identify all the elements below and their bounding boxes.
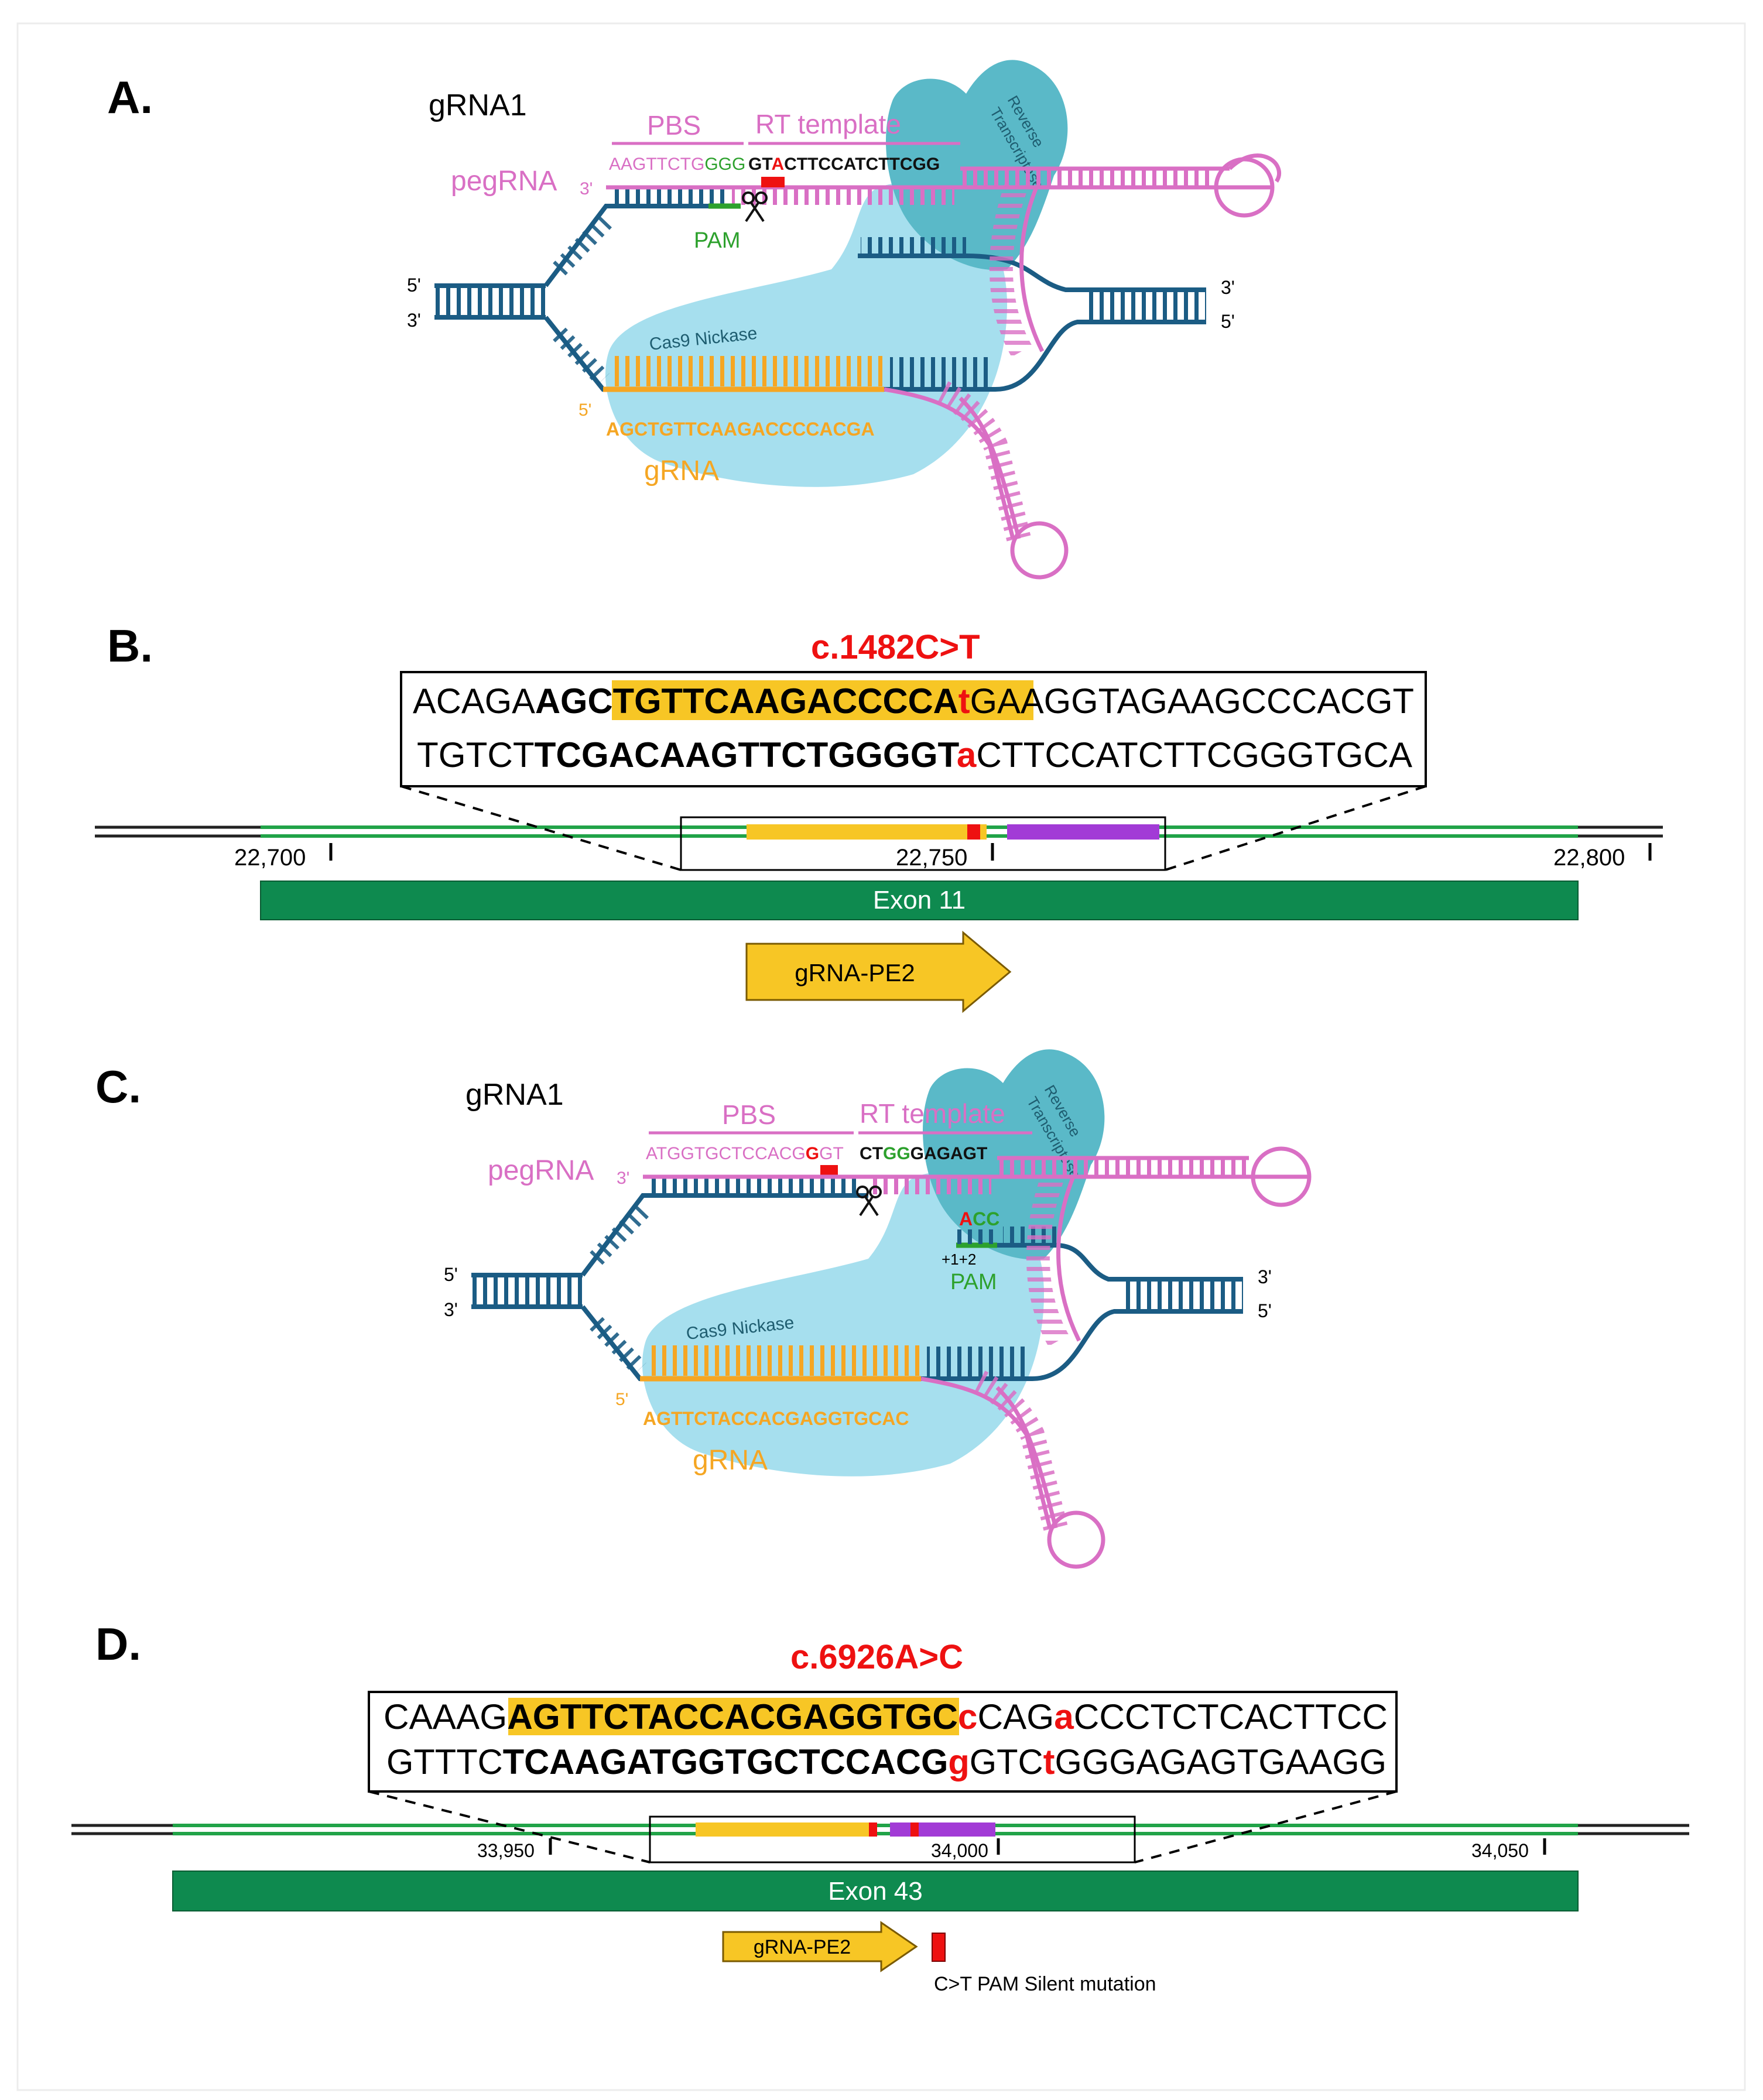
panel-d-label: D.	[95, 1618, 141, 1670]
tick-label-b-2: 22,750	[896, 845, 967, 871]
pam-position-c: +1+2	[942, 1251, 976, 1268]
exon-bar-d	[172, 1871, 1579, 1911]
tick-label-b-1: 22,700	[234, 845, 306, 871]
grna-label: gRNA	[644, 455, 719, 487]
grna-arrow-label-b: gRNA-PE2	[795, 959, 915, 986]
pegrna-hairpin-loop-bottom	[1010, 521, 1069, 580]
grna-5prime-c: 5'	[615, 1390, 628, 1409]
pegrna-label: pegRNA	[451, 166, 557, 197]
dna-right-3prime: 3'	[1221, 277, 1235, 298]
pegrna-hairpin-loop-top-c	[1251, 1146, 1312, 1207]
bottom-strand-b: TGTCTTCGACAAGTTCTGGGGTaCTTCCATCTTCGGGTGC…	[417, 735, 1412, 775]
grna-sequence-c: AGTTCTACCACGAGGTGCAC	[643, 1408, 909, 1429]
grna-label-c: gRNA	[693, 1445, 768, 1476]
panel-a-label: A.	[107, 71, 153, 123]
zoom-box-d	[649, 1815, 1136, 1863]
panel-c: C. gRNA1 Reverse Transcriptase Cas9 Nick…	[95, 1049, 1312, 1569]
exon-label-d: Exon 43	[828, 1877, 922, 1906]
grna-5prime: 5'	[578, 400, 591, 420]
dna-left-5prime: 5'	[407, 275, 421, 296]
panel-d: D. c.6926A>C CAAAGAGTTCTACCACGAGGTGCcCAG…	[71, 1618, 1689, 1995]
dna-right-5prime-c: 5'	[1258, 1300, 1272, 1321]
pam-label: PAM	[694, 228, 741, 253]
cas9-nickase-shape-c	[642, 1171, 1044, 1476]
pegrna-hairpin-loop-bottom-c	[1047, 1510, 1105, 1569]
dna-left-5prime-c: 5'	[444, 1264, 458, 1285]
silent-mutation-marker	[932, 1933, 946, 1962]
pegrna-3prime-c: 3'	[617, 1169, 629, 1188]
exon-bar-b	[260, 881, 1579, 920]
panel-a: A. gRNA1 Reverse Transcriptase Cas9 Nick…	[107, 60, 1281, 580]
top-strand-b: ACAGAAGCTGTTCAAGACCCCAtGAAGGTAGAAGCCCACG…	[413, 681, 1414, 721]
bottom-strand-d: GTTTCTCAAGATGGTGCTCCACGgGTCtGGGAGAGTGAAG…	[386, 1742, 1387, 1782]
panel-b-label: B.	[107, 620, 153, 672]
grna-sequence: AGCTGTTCAAGACCCCACGA	[606, 419, 875, 440]
dna-left-3prime-c: 3'	[444, 1299, 458, 1320]
tick-label-d-1: 33,950	[477, 1840, 535, 1861]
grna-arrow-b	[745, 930, 1012, 1013]
rt-template-sequence-c: CTGGGAGAGT	[860, 1144, 987, 1163]
pam-sequence-c: ACC	[959, 1208, 999, 1229]
dna-left-3prime: 3'	[407, 310, 421, 331]
panel-b: B. c.1482C>T ACAGAAGCTGTTCAAGACCCCAtGAAG…	[95, 620, 1663, 1013]
grna-arrow-label-d: gRNA-PE2	[754, 1936, 851, 1958]
silent-mutation-label: C>T PAM Silent mutation	[934, 1973, 1156, 1995]
exon-label-b: Exon 11	[873, 886, 966, 914]
pbs-sequence-c: ATGGTGCTCCACGGGT	[646, 1144, 844, 1163]
tick-label-d-2: 34,000	[931, 1840, 988, 1861]
pam-label-c: PAM	[950, 1270, 997, 1294]
panel-c-label: C.	[95, 1061, 141, 1112]
pegrna-hairpin-loop-top	[1214, 157, 1275, 218]
dna-right-5prime: 5'	[1221, 311, 1235, 332]
pbs-label: PBS	[647, 110, 701, 141]
dna-right-3prime-c: 3'	[1258, 1266, 1272, 1287]
tick-label-d-3: 34,050	[1471, 1840, 1529, 1861]
pbs-label-c: PBS	[722, 1099, 776, 1130]
rt-template-label: RT template	[755, 109, 901, 139]
panel-c-guide-name: gRNA1	[465, 1078, 564, 1112]
zoom-box-b	[680, 816, 1166, 871]
pbs-sequence: AAGTTCTGGGG	[609, 155, 745, 174]
mutation-label-d: c.6926A>C	[790, 1638, 963, 1676]
pegrna-label-c: pegRNA	[488, 1155, 594, 1186]
panel-a-guide-name: gRNA1	[429, 88, 527, 122]
reverse-transcriptase-shape-c	[923, 1049, 1105, 1260]
tick-label-b-3: 22,800	[1553, 845, 1625, 871]
rt-template-label-c: RT template	[860, 1098, 1005, 1129]
top-strand-d: CAAAGAGTTCTACCACGAGGTGCcCAGaCCCTCTCACTTC…	[384, 1697, 1388, 1736]
rt-template-sequence: GTACTTCCATCTTCGG	[748, 155, 940, 174]
pegrna-3prime: 3'	[580, 179, 593, 198]
cas9-nickase-shape	[605, 182, 1007, 487]
mutation-label-b: c.1482C>T	[811, 628, 980, 666]
reverse-transcriptase-shape	[886, 60, 1068, 270]
grna-arrow-d	[722, 1921, 918, 1972]
